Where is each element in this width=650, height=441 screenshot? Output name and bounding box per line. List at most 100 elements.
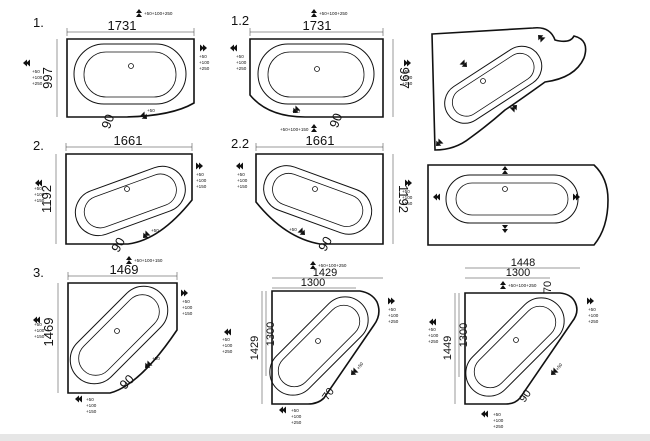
variant-label: 1.2 <box>231 13 249 28</box>
svg-text:+250: +250 <box>291 420 302 425</box>
svg-text:+150: +150 <box>196 184 207 189</box>
svg-text:+250: +250 <box>493 424 504 429</box>
adjust-right-arrow-icon <box>196 162 203 170</box>
svg-text:+50: +50 <box>588 307 596 312</box>
svg-text:+50: +50 <box>237 172 245 177</box>
drain-icon <box>128 63 134 69</box>
height-dimension: 1192 <box>396 185 411 213</box>
svg-text:+100: +100 <box>588 313 599 318</box>
corner-dimension: 90 <box>517 388 534 405</box>
svg-text:+100: +100 <box>402 195 413 200</box>
svg-text:+50: +50 <box>147 108 155 113</box>
height-inner-dimension: 1300 <box>265 322 277 346</box>
corner-top-dimension: 70 <box>542 281 554 293</box>
adjust-top-arrow-icon <box>310 261 316 269</box>
variant-1-2: 1.2 1731 +50+100+250 997 +50 +100 +250 +… <box>230 9 413 132</box>
adjust-top-arrow-icon <box>136 9 142 17</box>
drain-icon <box>513 337 519 343</box>
adjust-top-label: +50+100+250 <box>319 11 348 16</box>
svg-text:+250: +250 <box>588 319 599 324</box>
adjust-top-arrow-icon <box>500 281 506 289</box>
svg-text:+50: +50 <box>196 172 204 177</box>
drain-icon <box>312 186 318 192</box>
width-dimension: 1731 <box>303 18 332 33</box>
svg-text:+100: +100 <box>196 178 207 183</box>
svg-text:+50: +50 <box>402 69 410 74</box>
adjust-top-label: +50+100+250 <box>508 283 537 288</box>
adjust-left-arrow-icon <box>236 162 243 170</box>
variant-label: 1. <box>33 15 44 30</box>
width-dimension: 1661 <box>114 133 143 148</box>
svg-text:+250: +250 <box>32 81 43 86</box>
svg-text:+100: +100 <box>34 192 45 197</box>
variant-2-2: 2.2 1661 1192 +50 +100 +150 +50 +100 +15… <box>231 133 413 254</box>
adjust-right-arrow-icon <box>200 44 207 52</box>
adjust-left-arrow-icon <box>23 59 30 67</box>
adjust-bottom-arrow-icon <box>279 406 286 414</box>
adjust-top-arrow-icon <box>502 166 508 174</box>
variant-1448: 1448 1300 +50+100+250 70 1449 1300 +50 +… <box>428 257 599 429</box>
svg-text:+150: +150 <box>237 184 248 189</box>
adjust-bottom-arrow-icon <box>75 395 82 403</box>
adjust-top-label: +50+100+250 <box>318 263 347 268</box>
svg-text:+50: +50 <box>151 228 159 233</box>
width-outer-dimension: 1448 <box>511 257 535 269</box>
variant-corner-freeform <box>431 26 587 151</box>
height-dimension: 997 <box>397 67 412 89</box>
svg-text:+50: +50 <box>32 69 40 74</box>
adjust-right-arrow-icon <box>404 59 411 67</box>
svg-text:+50: +50 <box>428 327 436 332</box>
variant-rounded-freeform <box>427 164 609 246</box>
svg-text:+250: +250 <box>236 66 247 71</box>
corner-dimension: 70 <box>320 386 337 403</box>
svg-text:+250: +250 <box>428 339 439 344</box>
bottom-bar <box>0 434 650 441</box>
svg-text:+150: +150 <box>34 334 45 339</box>
adjust-left-arrow-icon <box>429 318 436 326</box>
variant-label: 2.2 <box>231 136 249 151</box>
adjust-top-arrow-icon <box>311 9 317 17</box>
svg-text:+50: +50 <box>493 412 501 417</box>
svg-text:+100: +100 <box>32 75 43 80</box>
svg-text:+100: +100 <box>86 403 97 408</box>
adjust-bottom-arrow-icon <box>481 410 488 418</box>
svg-text:+100: +100 <box>236 60 247 65</box>
svg-text:+100: +100 <box>493 418 504 423</box>
height-outer-dimension: 1449 <box>442 336 454 360</box>
svg-text:+50: +50 <box>555 362 564 372</box>
drain-icon <box>502 186 508 192</box>
corner-dimension: 90 <box>326 111 345 130</box>
adjust-right-arrow-icon <box>181 289 188 297</box>
svg-text:+50: +50 <box>292 109 300 114</box>
adjust-top-label: +50+100+150 <box>134 258 163 263</box>
svg-text:+150: +150 <box>182 311 193 316</box>
svg-text:+50: +50 <box>356 361 365 371</box>
adjust-top-arrow-icon <box>126 256 132 264</box>
svg-text:+100: +100 <box>291 414 302 419</box>
svg-text:+100: +100 <box>237 178 248 183</box>
svg-text:+100: +100 <box>428 333 439 338</box>
svg-text:+100: +100 <box>34 328 45 333</box>
height-outer-dimension: 1429 <box>249 336 261 360</box>
drain-icon <box>315 338 321 344</box>
variant-1429: +50+100+250 1429 1300 1429 1300 +50 +100… <box>222 261 399 425</box>
corner-dimension: 90 <box>315 234 335 254</box>
svg-text:+250: +250 <box>222 349 233 354</box>
svg-text:+50: +50 <box>291 408 299 413</box>
svg-text:+250: +250 <box>388 319 399 324</box>
width-inner-dimension: 1300 <box>506 267 530 279</box>
svg-text:+50: +50 <box>388 307 396 312</box>
variant-label: 3. <box>33 265 44 280</box>
svg-text:+50: +50 <box>402 189 410 194</box>
variant-label: 2. <box>33 138 44 153</box>
svg-text:+150: +150 <box>86 409 97 414</box>
adjust-left-arrow-icon <box>224 328 231 336</box>
adjust-top-label: +50+100+250 <box>144 11 173 16</box>
variant-1: 1. 1731 +50+100+250 997 +50 +100 +250 +5… <box>23 9 210 131</box>
svg-text:+50: +50 <box>182 299 190 304</box>
svg-text:+100: +100 <box>402 75 413 80</box>
corner-dimension: 90 <box>98 112 117 131</box>
adjust-right-arrow-icon <box>388 297 395 305</box>
svg-text:+50: +50 <box>152 356 160 361</box>
